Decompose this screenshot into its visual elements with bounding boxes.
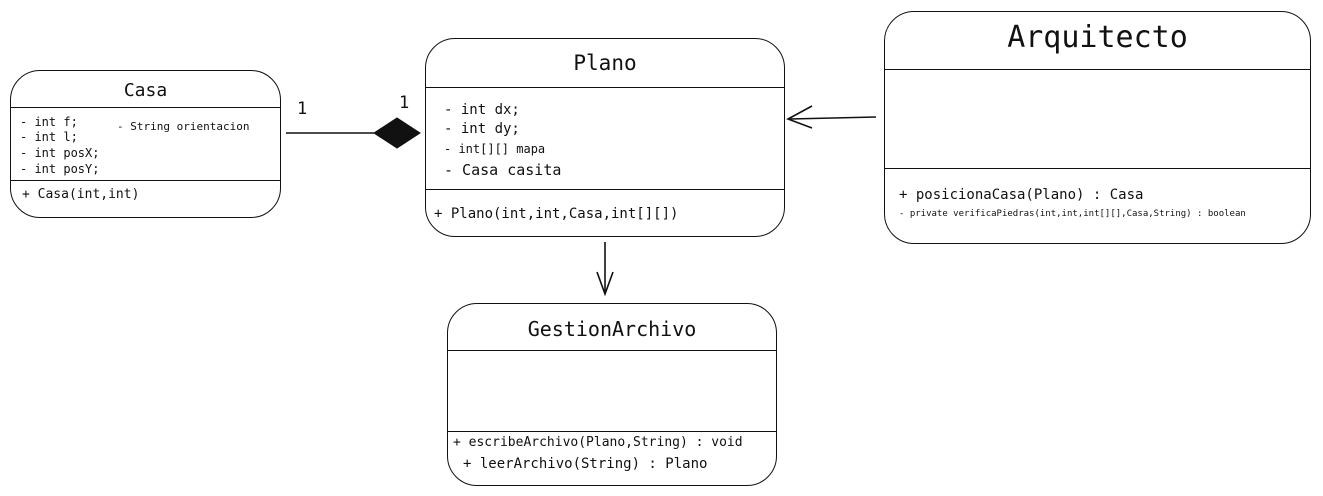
casa-attr-2: - int posX; [20, 146, 100, 160]
casa-attr-1: - int l; [20, 130, 78, 144]
plano-attr-3: - Casa casita [444, 161, 562, 179]
casa-attr-orientacion: - String orientacion [117, 120, 250, 133]
class-gestionarchivo-divider-bottom [448, 431, 776, 432]
class-arquitecto-title: Arquitecto [1007, 20, 1188, 55]
class-plano-title: Plano [573, 51, 637, 75]
plano-attr-2: - int[][] mapa [444, 142, 546, 156]
class-casa[interactable]: Casa - int f; - int l; - int posX; - int… [10, 70, 281, 218]
class-gestionarchivo-title: GestionArchivo [527, 317, 697, 341]
class-arquitecto[interactable]: Arquitecto + posicionaCasa(Plano) : Casa… [884, 11, 1311, 244]
arquitecto-plano-line [789, 116, 877, 120]
class-gestionarchivo[interactable]: GestionArchivo + escribeArchivo(Plano,St… [447, 303, 777, 486]
plano-attr-1: - int dy; [444, 121, 520, 137]
casa-method-0: + Casa(int,int) [22, 187, 140, 202]
arquitecto-method-0: + posicionaCasa(Plano) : Casa [899, 187, 1144, 203]
arquitecto-arrowhead-icon [786, 105, 813, 129]
multiplicity-plano: 1 [399, 93, 410, 113]
plano-method-0: + Plano(int,int,Casa,int[][]) [434, 206, 679, 222]
casa-attr-0: - int f; [20, 115, 78, 129]
class-arquitecto-divider-bottom [885, 168, 1310, 169]
class-plano-divider-top [426, 87, 784, 88]
class-gestionarchivo-divider-top [448, 350, 776, 351]
class-casa-divider-top [11, 107, 280, 108]
gestion-method-1: + leerArchivo(String) : Plano [463, 456, 708, 472]
gestion-method-0: + escribeArchivo(Plano,String) : void [453, 435, 743, 450]
casa-attr-3: - int posY; [20, 162, 100, 176]
arquitecto-method-1: - private verificaPiedras(int,int,int[][… [899, 209, 1246, 219]
class-arquitecto-divider-top [885, 69, 1310, 70]
composition-diamond-icon [373, 117, 421, 149]
class-casa-title: Casa [123, 80, 168, 101]
class-casa-divider-bottom [11, 180, 280, 181]
class-plano[interactable]: Plano - int dx; - int dy; - int[][] mapa… [425, 38, 785, 237]
gestion-arrowhead-icon [596, 271, 614, 297]
plano-attr-0: - int dx; [444, 102, 520, 118]
class-plano-divider-bottom [426, 189, 784, 190]
multiplicity-casa: 1 [297, 99, 308, 119]
